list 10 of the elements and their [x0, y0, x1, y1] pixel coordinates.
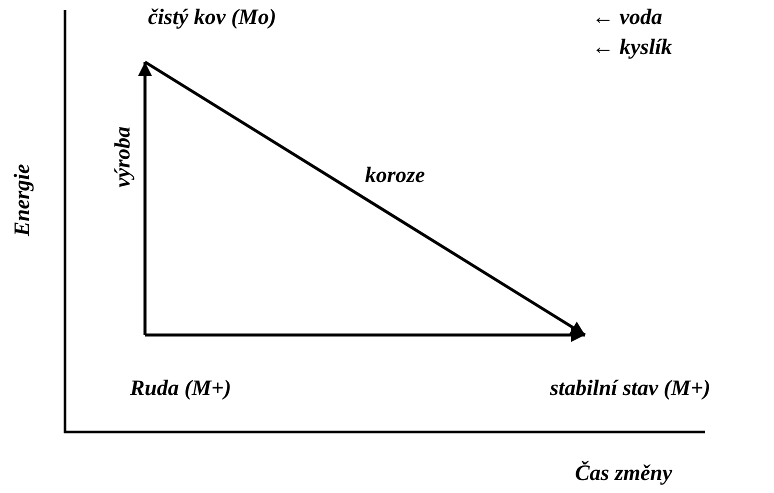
- point-label: Ruda (M+): [130, 375, 232, 401]
- arrow: [144, 60, 586, 336]
- axis-title: Energie: [9, 164, 36, 236]
- axis-title: Čas změny: [575, 460, 672, 486]
- point-label: stabilní stav (M+): [550, 375, 710, 401]
- note: ← kyslík: [592, 34, 672, 60]
- arrow: [145, 328, 585, 342]
- point-label: čistý kov (Mo): [148, 4, 276, 30]
- note: ← voda: [592, 4, 662, 30]
- arrow: [138, 62, 152, 335]
